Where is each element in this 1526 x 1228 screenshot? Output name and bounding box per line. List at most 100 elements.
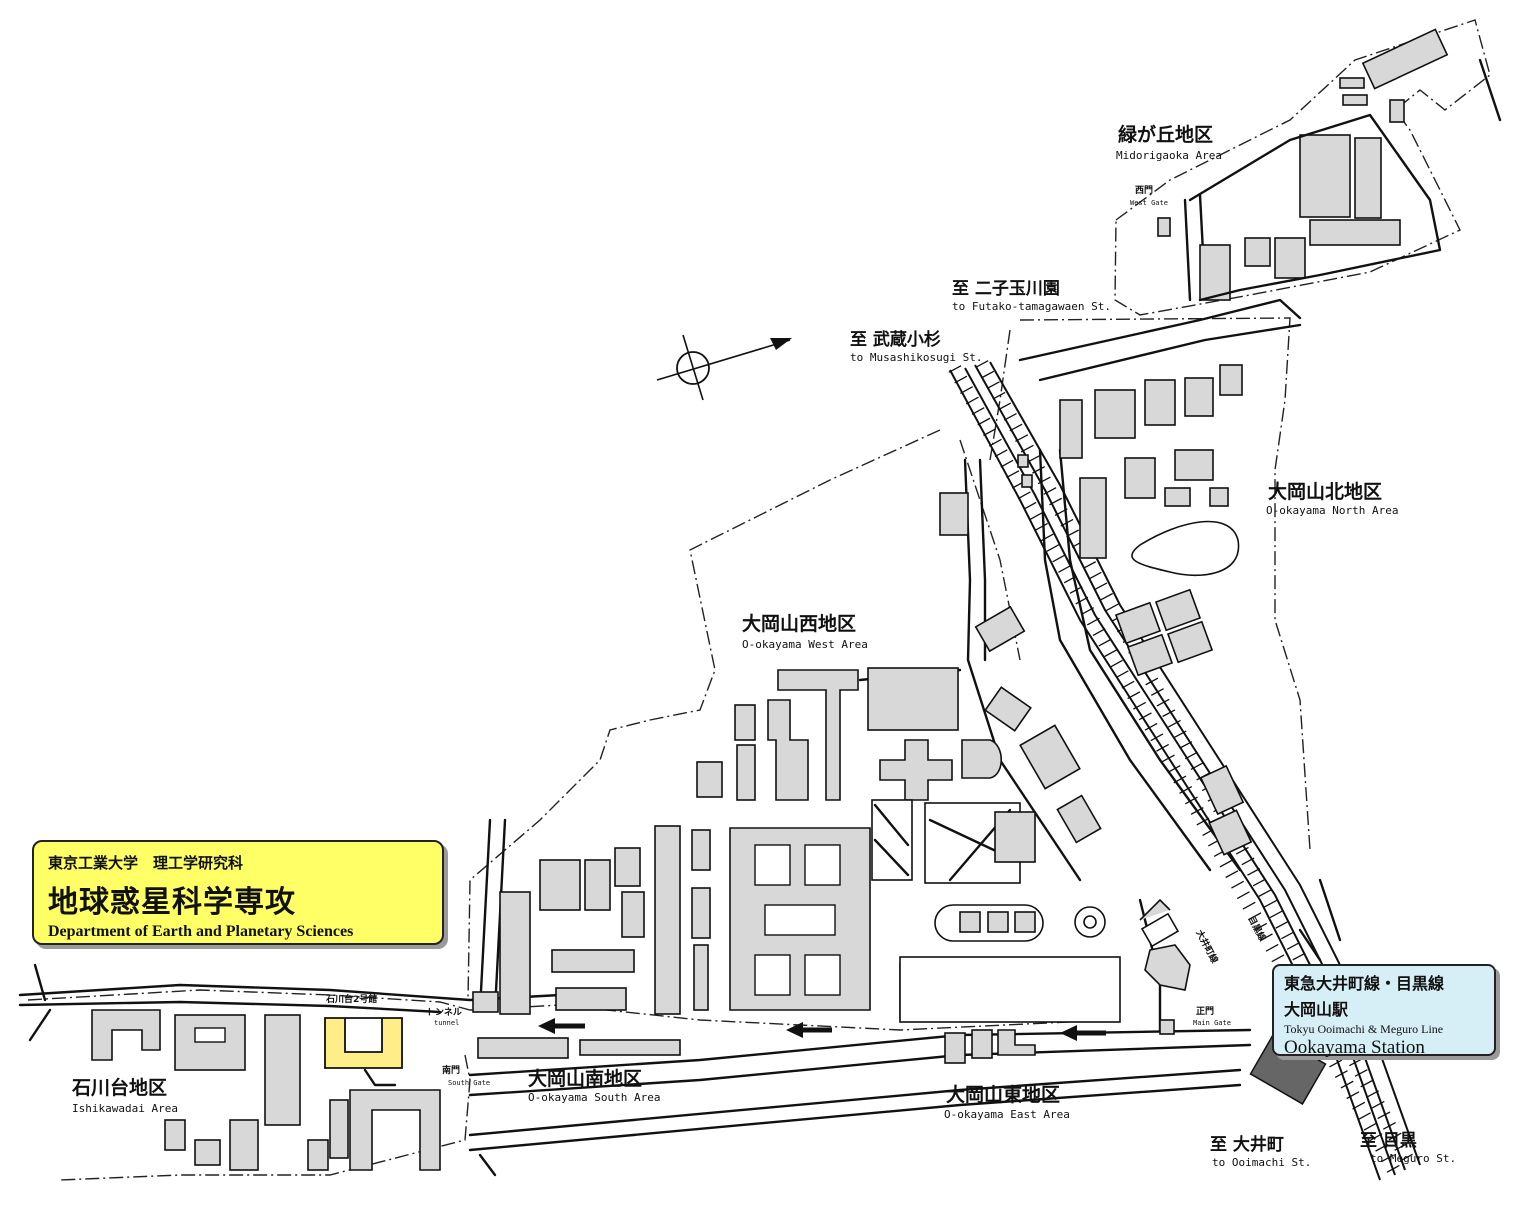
station-info-box: 東急大井町線・目黒線 大岡山駅 Tokyu Ooimachi & Meguro … — [1272, 964, 1496, 1058]
rail-tie — [1040, 533, 1054, 542]
rail-tie — [1167, 764, 1181, 773]
east-area-label: 大岡山東地区 — [946, 1083, 1060, 1106]
ishikawadai-building-2-label: 石川台2号館 — [325, 993, 377, 1005]
rail-tie — [1003, 413, 1017, 421]
ooimachi-direction-label: 至 大井町 — [1210, 1134, 1284, 1155]
rail-tie — [1236, 891, 1250, 900]
rail-tie — [1026, 455, 1040, 464]
rail-tie — [1375, 1143, 1389, 1152]
rail-tie — [1377, 1111, 1391, 1120]
meguro-direction-label: 至 目黒 — [1360, 1131, 1417, 1151]
rail-tie — [1225, 870, 1239, 879]
rail-tie — [992, 391, 1006, 400]
rail-tie — [1156, 698, 1170, 707]
rail-tie — [1088, 571, 1102, 580]
rail-tie — [1184, 796, 1198, 805]
rail-tie — [1035, 522, 1048, 531]
tunnel-label: トンネル — [426, 1007, 462, 1018]
rail-tie — [1161, 754, 1175, 763]
rail-tie — [1369, 1133, 1383, 1142]
rail-tie — [981, 370, 995, 379]
rail-tie — [1037, 476, 1051, 485]
rail-tie — [1196, 817, 1210, 826]
rail-tie — [1366, 1090, 1379, 1099]
rail-tie — [988, 438, 1002, 447]
rail-tie — [1046, 543, 1060, 552]
futako-direction-label: 至 二子玉川園 — [952, 279, 1060, 299]
rail-tie — [983, 428, 997, 437]
rail-tie — [1334, 1070, 1348, 1079]
rail-tie — [1381, 1154, 1394, 1163]
rail-tie — [1340, 1080, 1354, 1089]
route-arrows — [538, 1018, 1106, 1041]
north-area-label-en: O-okayama North Area — [1266, 504, 1398, 517]
rail-tie — [1190, 807, 1204, 815]
rail-tie — [1360, 1079, 1374, 1088]
west-area-label-en: O-okayama West Area — [742, 638, 868, 651]
rail-tie — [1121, 680, 1135, 689]
futako-direction-label-en: to Futako-tamagawaen St. — [952, 300, 1111, 313]
rail-tie — [1271, 954, 1285, 963]
rail-tie — [1049, 497, 1063, 506]
rail-tie — [986, 381, 1000, 390]
rail-tie — [1242, 901, 1256, 910]
rail-tie — [1162, 709, 1176, 718]
rail-tie — [1054, 508, 1068, 517]
rail-tie — [1399, 1153, 1413, 1162]
rail-tie — [1020, 444, 1034, 453]
rail-tie — [1083, 561, 1097, 569]
rail-tie — [1133, 701, 1146, 710]
rail-tie — [1150, 688, 1164, 696]
university-name: 東京工業大学 理工学研究科 — [48, 854, 244, 872]
rail-tie — [1349, 1058, 1362, 1067]
midorigaoka-area-label-en: Midorigaoka Area — [1116, 149, 1222, 162]
rail-tie — [1150, 733, 1164, 742]
midorigaoka-area-label: 緑が丘地区 — [1118, 123, 1213, 146]
ooimachi-direction-label-en: to Ooimachi St. — [1212, 1156, 1311, 1169]
west-gate-label-en: West Gate — [1130, 199, 1168, 207]
left-arrow-icon — [538, 1018, 585, 1034]
rail-tie — [948, 365, 962, 373]
rail-tie — [1252, 878, 1266, 887]
rail-tie — [1388, 1132, 1402, 1141]
rail-tie — [1098, 638, 1112, 647]
rail-tie — [1029, 512, 1043, 521]
rail-tie — [1075, 596, 1089, 605]
rail-tie — [1292, 952, 1306, 961]
rail-tie — [1371, 1100, 1385, 1109]
rail-tie — [1352, 1101, 1366, 1110]
rail-tie — [1144, 722, 1158, 731]
west-buildings — [696, 492, 1102, 884]
rail-tie — [1115, 670, 1129, 679]
rail-tie — [994, 449, 1008, 458]
rail-tie — [1235, 846, 1249, 855]
station-name-en: Ookayama Station — [1284, 1037, 1425, 1058]
rail-tie — [1179, 741, 1193, 749]
rail-tie — [1357, 1112, 1371, 1121]
department-info-box: 東京工業大学 理工学研究科 地球惑星科学専攻 Department of Ear… — [32, 840, 444, 945]
south-gate-label: 南門 — [442, 1064, 460, 1076]
left-arrow-icon — [1060, 1025, 1106, 1041]
rail-tie — [1286, 942, 1300, 950]
rail-tie — [977, 417, 991, 426]
station-line-name-en: Tokyu Ooimachi & Meguro Line — [1284, 1022, 1444, 1036]
rail-tie — [1017, 491, 1031, 500]
rail-tie — [1138, 712, 1152, 721]
rail-tie — [1104, 649, 1118, 658]
rail-tie — [1386, 1164, 1400, 1173]
rail-tie — [1173, 775, 1187, 784]
station-name: 大岡山駅 — [1284, 1000, 1349, 1019]
main-gate-label: 正門 — [1196, 1006, 1214, 1017]
main-buildings — [472, 825, 1191, 1064]
rail-tie — [1081, 607, 1095, 615]
rail-tie — [1009, 423, 1023, 432]
rail-tie — [1231, 880, 1245, 889]
campus-boundaries — [27, 19, 1491, 1181]
rail-tie — [1167, 719, 1181, 728]
musashikosugi-direction-label: 至 武蔵小杉 — [850, 329, 941, 350]
rail-tie — [1184, 751, 1198, 760]
left-arrow-icon — [786, 1022, 832, 1038]
midorigaoka-buildings — [1157, 28, 1449, 302]
